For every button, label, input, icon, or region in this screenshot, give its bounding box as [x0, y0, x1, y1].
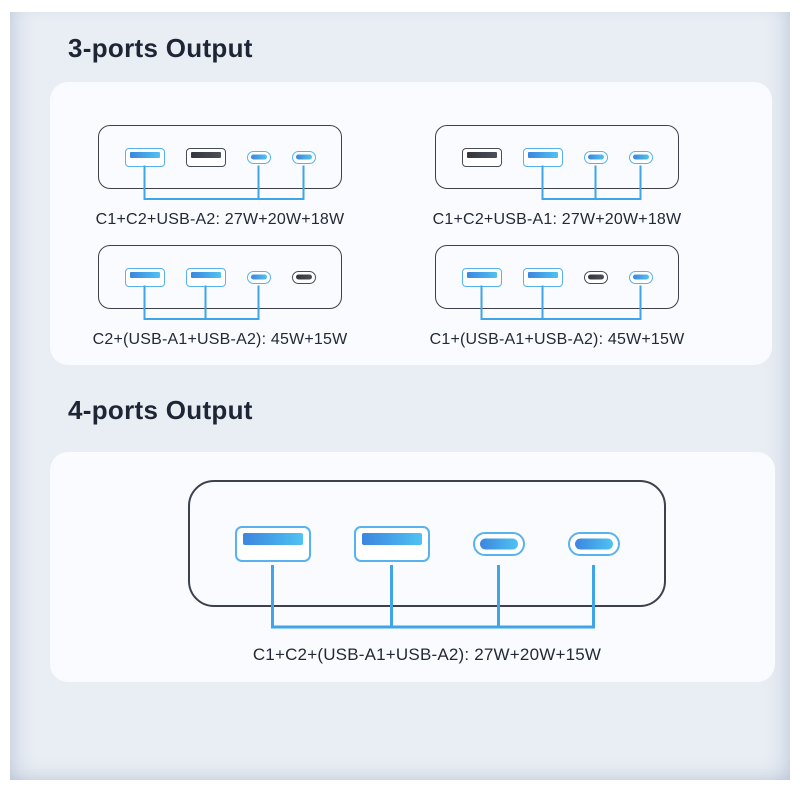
combo-label: C1+C2+USB-A1: 27W+20W+18W: [432, 211, 682, 228]
section-title-4-ports: 4-ports Output: [68, 395, 253, 425]
port-pin: [527, 271, 558, 278]
usb-a-port-active: [461, 267, 502, 287]
port-combo-diagram-3: C2+(USB-A1+USB-A2): 45W+15W: [93, 245, 347, 349]
port-pin: [632, 274, 649, 280]
usb-a-port-active: [522, 147, 563, 167]
port-pin: [527, 151, 558, 158]
charger-body: [98, 125, 342, 189]
usb-a-port-active: [124, 267, 165, 287]
usb-c-port-active: [628, 150, 653, 164]
usb-c-port-inactive: [291, 270, 316, 284]
usb-a-port-active: [124, 147, 165, 167]
four-ports-card: C1+C2+(USB-A1+USB-A2): 27W+20W+15W: [50, 452, 775, 682]
usb-c-port-inactive: [583, 270, 608, 284]
ports-row: [99, 126, 341, 188]
ports-row: [436, 126, 678, 188]
port-pin: [242, 532, 303, 545]
combo-label: C2+(USB-A1+USB-A2): 45W+15W: [92, 331, 348, 348]
usb-c-port-active: [583, 150, 608, 164]
port-combo-diagram-1: C1+C2+USB-A2: 27W+20W+18W: [95, 125, 345, 229]
port-combo-diagram-2: C1+C2+USB-A1: 27W+20W+18W: [432, 125, 682, 229]
charger-body: [435, 245, 679, 309]
port-pin: [587, 274, 604, 280]
usb-a-port-active: [234, 525, 311, 562]
port-pin: [632, 154, 649, 160]
usb-a-port-active: [353, 525, 430, 562]
usb-c-port-active: [246, 270, 271, 284]
port-pin: [250, 154, 267, 160]
port-pin: [574, 538, 613, 549]
port-pin: [190, 151, 221, 158]
port-pin: [295, 154, 312, 160]
port-pin: [587, 154, 604, 160]
charger-body: [435, 125, 679, 189]
ports-row: [436, 246, 678, 308]
port-pin: [361, 532, 422, 545]
section-title-3-ports: 3-ports Output: [68, 33, 253, 63]
port-pin: [479, 538, 518, 549]
port-pin: [129, 271, 160, 278]
usb-c-port-active: [472, 531, 525, 556]
usb-c-port-active: [291, 150, 316, 164]
charger-body: [188, 480, 666, 607]
port-pin: [250, 274, 267, 280]
port-pin: [190, 271, 221, 278]
three-ports-card: C1+C2+USB-A2: 27W+20W+18W C1+C2+USB-A1: …: [50, 82, 772, 365]
usb-a-port-active: [522, 267, 563, 287]
combo-label: C1+C2+USB-A2: 27W+20W+18W: [95, 211, 345, 228]
charger-body: [98, 245, 342, 309]
usb-a-port-inactive: [185, 147, 226, 167]
port-pin: [129, 151, 160, 158]
ports-row: [190, 482, 664, 605]
usb-c-port-active: [628, 270, 653, 284]
port-combo-diagram-5: C1+C2+(USB-A1+USB-A2): 27W+20W+15W: [188, 480, 666, 665]
usb-a-port-active: [185, 267, 226, 287]
port-combo-diagram-4: C1+(USB-A1+USB-A2): 45W+15W: [430, 245, 684, 349]
port-pin: [466, 271, 497, 278]
ports-row: [99, 246, 341, 308]
port-pin: [295, 274, 312, 280]
port-pin: [466, 151, 497, 158]
combo-label: C1+(USB-A1+USB-A2): 45W+15W: [429, 331, 685, 348]
combo-label: C1+C2+(USB-A1+USB-A2): 27W+20W+15W: [252, 645, 602, 664]
background-panel: 3-ports Output C1+C2+USB-A2: 27W+20W+18W…: [10, 12, 790, 780]
usb-c-port-active: [246, 150, 271, 164]
usb-a-port-inactive: [461, 147, 502, 167]
usb-c-port-active: [567, 531, 620, 556]
